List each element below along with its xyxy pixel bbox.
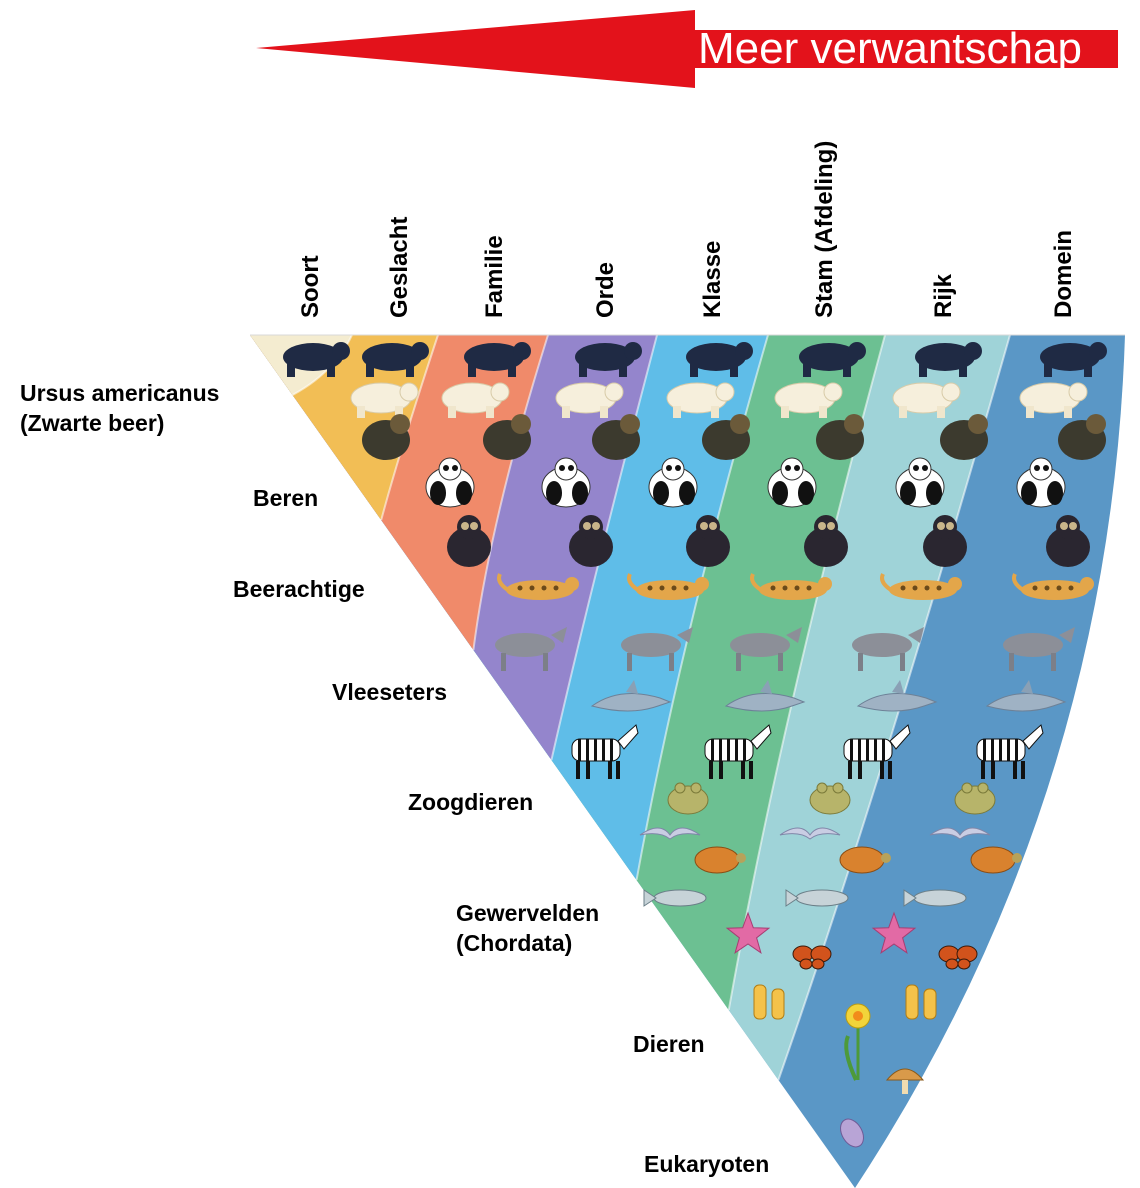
group-label-zoogdieren: Zoogdieren [408, 788, 533, 818]
rank-label-klasse: Klasse [699, 241, 726, 318]
rank-label-familie: Familie [481, 235, 508, 318]
group-label-dieren: Dieren [633, 1030, 705, 1060]
group-label-vleeseters-text: Vleeseters [332, 678, 447, 708]
group-label-zoogdieren-text: Zoogdieren [408, 788, 533, 818]
group-label-vleeseters: Vleeseters [332, 678, 447, 708]
group-label-gewervelden: Gewervelden (Chordata) [456, 899, 599, 959]
rank-label-orde: Orde [592, 262, 619, 318]
group-label-gewervelden-line1: Gewervelden [456, 899, 599, 929]
group-label-ursus-americanus-line1: Ursus americanus [20, 379, 219, 409]
rank-labels: Soort Geslacht Familie Orde Klasse Stam (Afde… [297, 141, 1077, 318]
group-label-ursus-americanus-line2: (Zwarte beer) [20, 409, 219, 439]
relatedness-arrow-label: Meer verwantschap [698, 24, 1082, 73]
group-label-ursus-americanus: Ursus americanus (Zwarte beer) [20, 379, 219, 439]
rank-label-rijk: Rijk [930, 273, 957, 318]
group-label-eukaryoten-text: Eukaryoten [644, 1150, 769, 1180]
group-label-dieren-text: Dieren [633, 1030, 705, 1060]
rank-label-soort: Soort [297, 255, 324, 318]
group-label-gewervelden-line2: (Chordata) [456, 929, 599, 959]
rank-label-stam-afdeling: Stam (Afdeling) [811, 141, 838, 318]
group-label-eukaryoten: Eukaryoten [644, 1150, 769, 1180]
rank-label-geslacht: Geslacht [386, 217, 413, 318]
group-label-beren: Beren [253, 484, 318, 514]
rank-label-domein: Domein [1050, 230, 1077, 318]
group-label-beerachtige-text: Beerachtige [233, 575, 365, 605]
group-label-beren-text: Beren [253, 484, 318, 514]
relatedness-arrow: Meer verwantschap [256, 10, 1118, 88]
group-label-beerachtige: Beerachtige [233, 575, 365, 605]
